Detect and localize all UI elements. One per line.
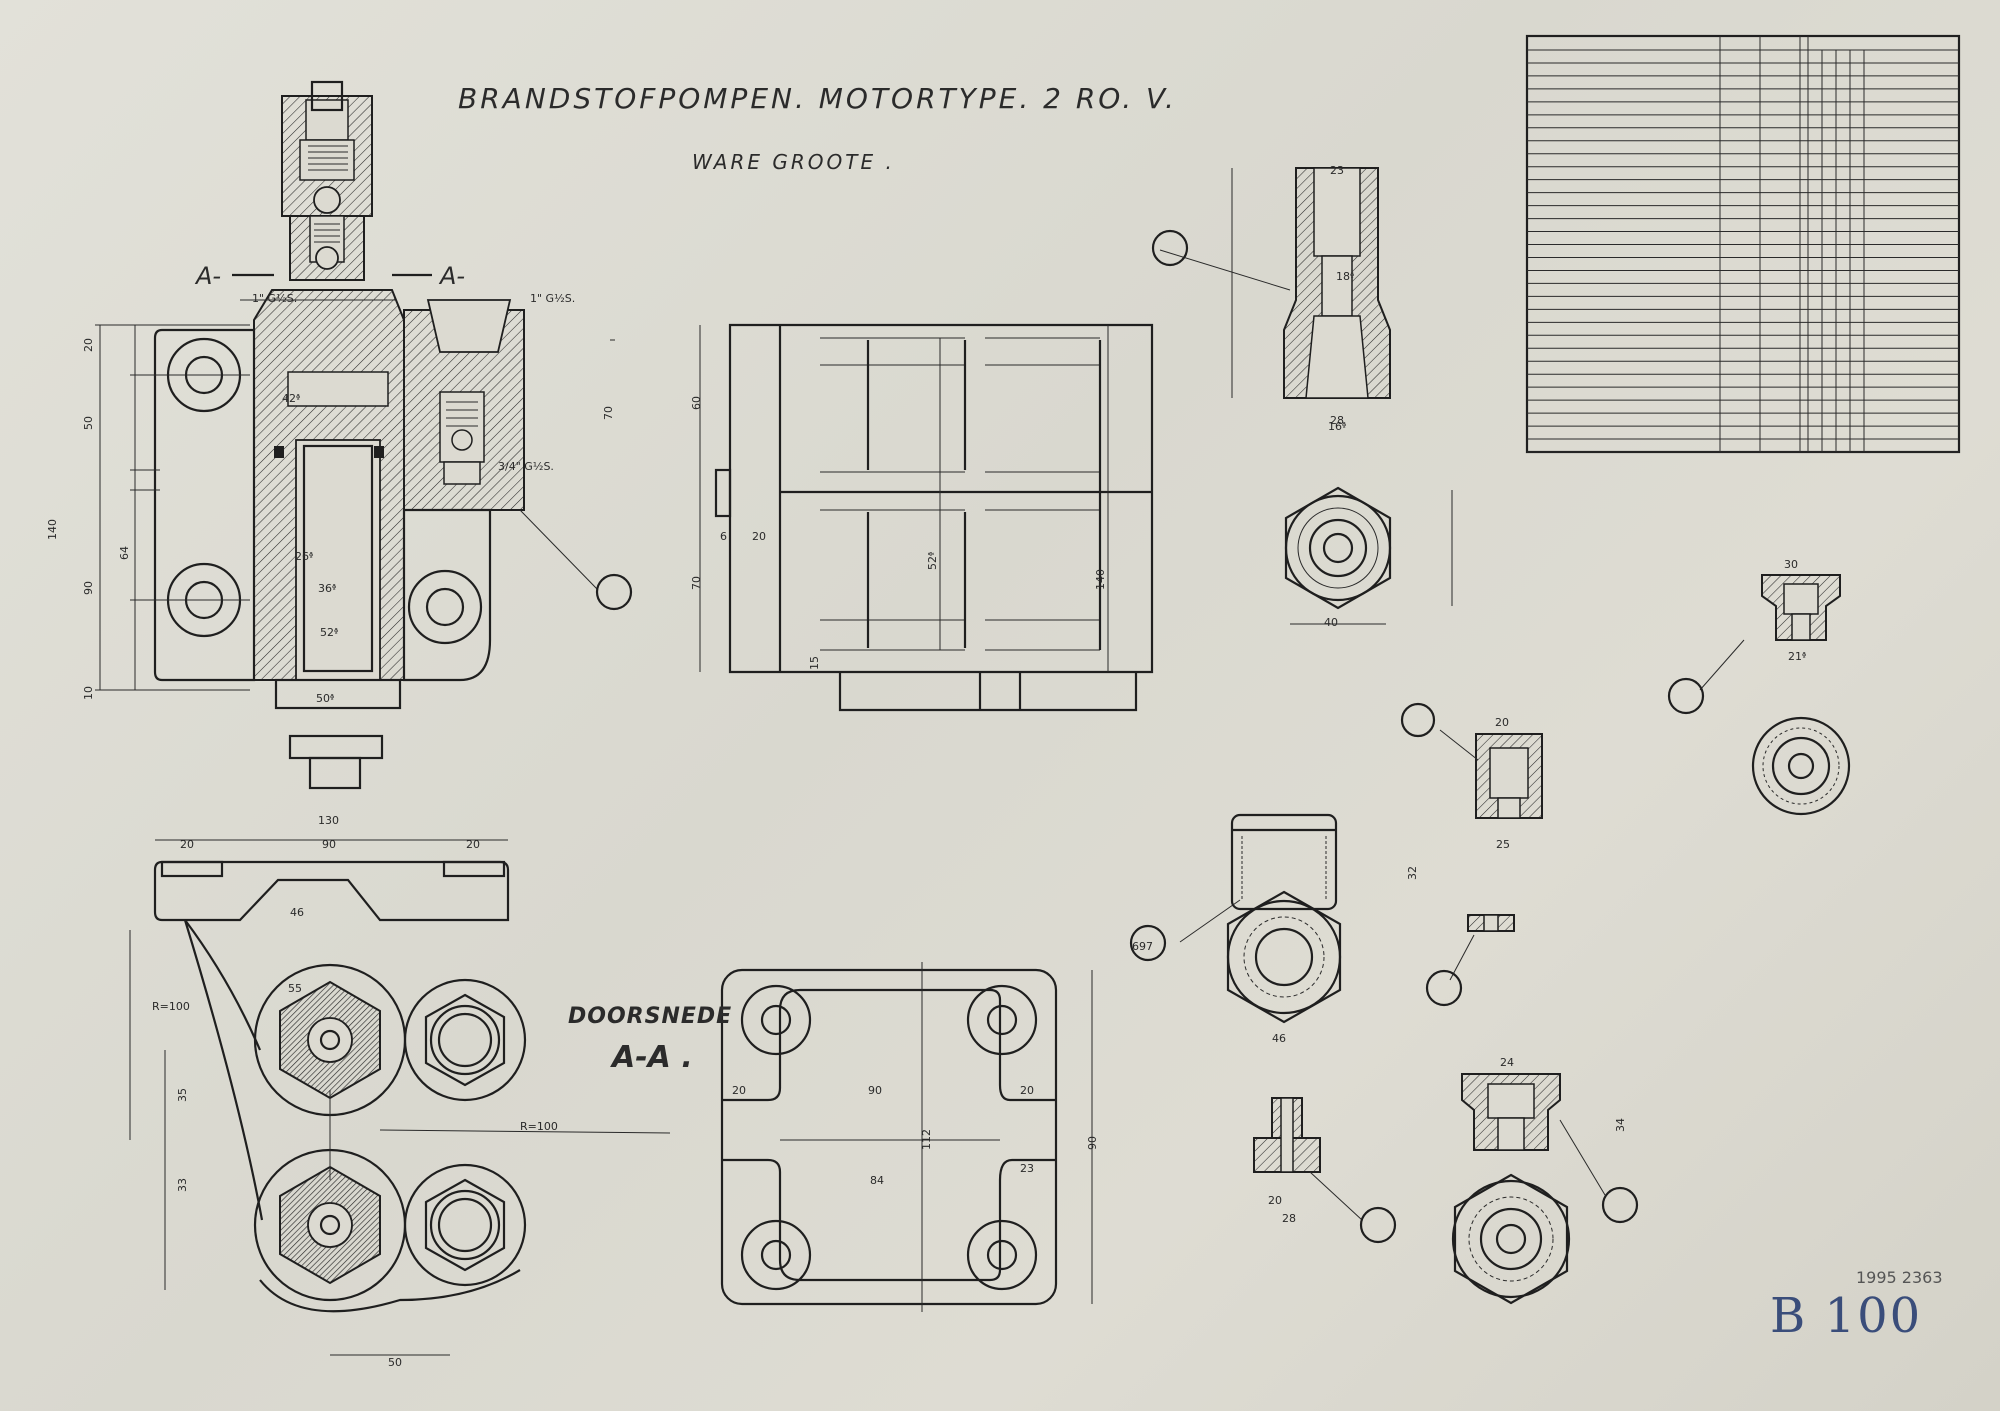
dim-40: 40 [1324,616,1338,629]
dim-6: 6 [720,530,727,543]
dim-33: 33 [176,1178,189,1192]
flange-plan-view [720,962,1093,1312]
section-mark-right: A- [440,262,466,290]
part-number: 697 [1132,940,1153,953]
dim-36: 36ᶲ [318,582,337,595]
dim-50b: 50ᶲ [316,692,335,705]
dim-46b: 46 [1272,1032,1286,1045]
dim-20h: 20 [1495,716,1509,729]
pump-side-view [699,323,1154,712]
dim-23: 23 [1020,1162,1034,1175]
dim-r100b: R=100 [520,1120,558,1133]
dim-46: 46 [290,906,304,919]
dim-28b: 28 [1282,1212,1296,1225]
drawing-title: BRANDSTOFPOMPEN. MOTORTYPE. 2 RO. V. [458,82,1177,115]
dim-18: 18ᶲ [1336,270,1355,283]
washer-view [1425,914,1515,1007]
dim-52: 52ᶲ [320,626,339,639]
dim-28: 28 [1330,414,1344,427]
section-id: A-A . [612,1040,693,1075]
pump-section-view [95,80,633,790]
dim-90e: 90 [1086,1136,1099,1150]
drawing-scale-note: WARE GROOTE . [692,150,895,174]
dim-26: 26ᶲ [295,550,314,563]
gland-section-view [1451,1073,1639,1305]
dim-24: 24 [1500,1056,1514,1069]
dim-g34: 3/4" G¹⁄₂S. [498,460,554,473]
sleeve-view [1667,574,1851,816]
small-plug-view [1253,1097,1397,1244]
dim-140: 140 [46,519,59,540]
dim-55: 55 [288,982,302,995]
dim-15: 15 [808,656,821,670]
dim-90c: 90 [322,838,336,851]
dim-70: 70 [602,406,615,420]
dim-10: 10 [82,686,95,700]
dim-42: 42ᶲ [282,392,301,405]
dim-90d: 90 [868,1084,882,1097]
dim-r100: R=100 [152,1000,190,1013]
dim-130: 130 [318,814,339,827]
dim-20d: 20 [466,838,480,851]
dim-20: 20 [82,338,95,352]
dim-30: 30 [1784,558,1798,571]
dim-112: 112 [920,1129,933,1150]
dim-g1-left: 1" G¹⁄₂S. [252,292,297,305]
title-block [1525,34,1961,454]
dim-21: 21ᶲ [1788,650,1807,663]
dim-20e: 20 [732,1084,746,1097]
section-mark-left: A- [196,262,222,290]
dim-20g: 20 [1268,1194,1282,1207]
dim-20f: 20 [1020,1084,1034,1097]
dim-20b: 20 [752,530,766,543]
dim-16: 16ᶲ [1328,420,1347,433]
cap-nut-view [1129,813,1342,1024]
dim-90: 90 [82,581,95,595]
register-number: 1995 2363 [1856,1268,1943,1287]
drawing-number: B 100 [1770,1288,1923,1344]
section-label: DOORSNEDE [568,1004,733,1029]
dim-g1-right: 1" G¹⁄₂S. [530,292,575,305]
section-a-a-view [129,839,671,1356]
dim-20c: 20 [180,838,194,851]
dim-50c: 50 [388,1356,402,1369]
dim-32: 32 [1406,866,1419,880]
dim-60: 60 [690,396,703,410]
dim-84: 84 [870,1174,884,1187]
dim-70b: 70 [690,576,703,590]
dim-50: 50 [82,416,95,430]
dim-35: 35 [176,1088,189,1102]
dim-140b: 140 [1094,569,1107,590]
nipple-end-view [1284,486,1453,625]
dim-23b: 23 [1330,164,1344,177]
dim-25: 25 [1496,838,1510,851]
nipple-section-view [1151,167,1391,399]
bush-section-view [1400,702,1543,819]
dim-34: 34 [1614,1118,1627,1132]
dim-64: 64 [118,546,131,560]
dim-52b: 52ᶲ [926,551,939,570]
